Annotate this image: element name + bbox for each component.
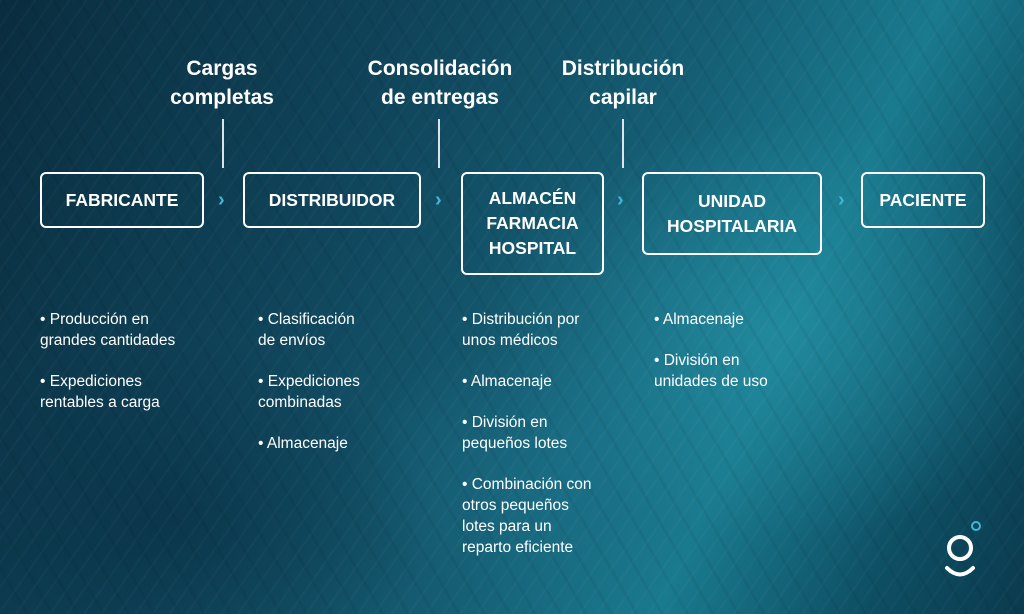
bullets-unidad-hospitalaria: • Almacenaje • División en unidades de u… — [654, 309, 824, 412]
flow-arrow-icon: › — [617, 189, 624, 211]
bullet-item: • Expediciones rentables a carga — [40, 373, 160, 411]
flow-arrow-icon: › — [838, 189, 845, 211]
bullet-item: • Almacenaje — [258, 435, 348, 452]
bullet-item: • Almacenaje — [462, 373, 552, 390]
stage-label-cargas-completas: Cargas completas — [170, 57, 274, 109]
bullets-almacen: • Distribución por unos médicos • Almace… — [462, 309, 632, 578]
bullet-item: • Almacenaje — [654, 311, 744, 328]
bullet-item: • Distribución por unos médicos — [462, 311, 580, 349]
bullet-item: • Producción en grandes cantidades — [40, 311, 176, 349]
bullet-item: • Clasificación de envíos — [258, 311, 355, 349]
stage-divider-3 — [622, 119, 624, 168]
flow-arrow-icon: › — [218, 189, 225, 211]
box-unidad-hospitalaria: UNIDAD HOSPITALARIA — [642, 172, 822, 255]
box-paciente: PACIENTE — [861, 172, 985, 228]
bullet-item: • Combinación con otros pequeños lotes p… — [462, 476, 592, 556]
stage-divider-2 — [438, 119, 440, 168]
box-almacen-farmacia-hospital: ALMACÉN FARMACIA HOSPITAL — [461, 172, 604, 275]
bullet-item: • División en unidades de uso — [654, 352, 768, 390]
flow-arrow-icon: › — [435, 189, 442, 211]
stage-label-consolidacion: Consolidación de entregas — [367, 57, 513, 109]
bullet-item: • Expediciones combinadas — [258, 373, 360, 411]
box-distribuidor: DISTRIBUIDOR — [243, 172, 421, 228]
g-logo-icon — [940, 518, 988, 584]
bullets-distribuidor: • Clasificación de envíos • Expediciones… — [258, 309, 428, 474]
bullet-item: • División en pequeños lotes — [462, 414, 568, 452]
box-fabricante: FABRICANTE — [40, 172, 204, 228]
bullets-fabricante: • Producción en grandes cantidades • Exp… — [40, 309, 240, 433]
stage-divider-1 — [222, 119, 224, 168]
stage-label-distribucion-capilar: Distribución capilar — [561, 57, 685, 109]
